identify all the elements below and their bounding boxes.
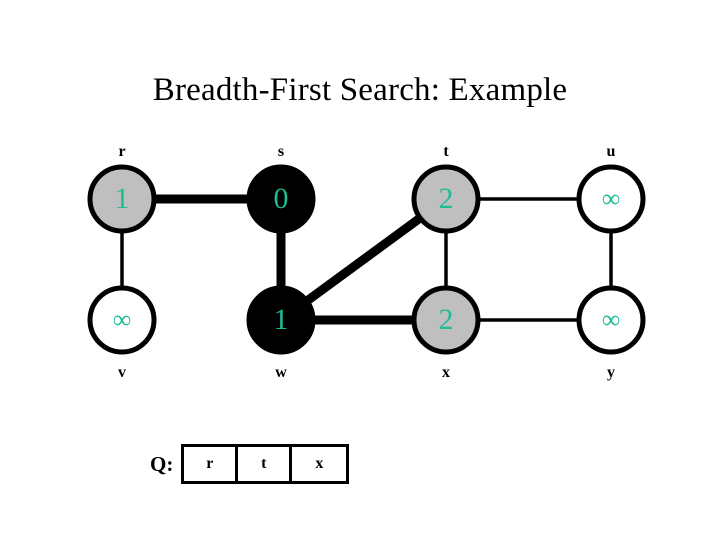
node-label-y: y	[607, 364, 615, 381]
bfs-graph: 1 0 2 ∞ ∞ 1 2 ∞ r s t u v w x y	[87, 143, 646, 381]
queue-label: Q:	[150, 451, 174, 476]
node-label-w: w	[275, 364, 287, 381]
queue-box: r t x	[181, 444, 350, 484]
node-y[interactable]	[576, 285, 646, 355]
node-r[interactable]	[87, 164, 157, 234]
graph-nodes	[87, 164, 646, 355]
node-label-s: s	[277, 143, 285, 160]
node-s[interactable]	[246, 164, 316, 234]
queue-cell[interactable]: x	[292, 447, 347, 481]
graph-svg	[87, 164, 646, 355]
queue: Q: r t x	[150, 441, 350, 487]
graph-edges	[120, 194, 613, 325]
queue-cell[interactable]: r	[184, 447, 239, 481]
node-label-v: v	[118, 364, 126, 381]
node-label-x: x	[442, 364, 450, 381]
node-w[interactable]	[246, 285, 316, 355]
node-label-r: r	[118, 143, 126, 160]
node-label-u: u	[606, 143, 616, 160]
node-x[interactable]	[411, 285, 481, 355]
node-v[interactable]	[87, 285, 157, 355]
node-t[interactable]	[411, 164, 481, 234]
queue-cell[interactable]: t	[238, 447, 293, 481]
node-u[interactable]	[576, 164, 646, 234]
node-label-t: t	[443, 143, 449, 160]
page-title: Breadth-First Search: Example	[152, 72, 568, 108]
